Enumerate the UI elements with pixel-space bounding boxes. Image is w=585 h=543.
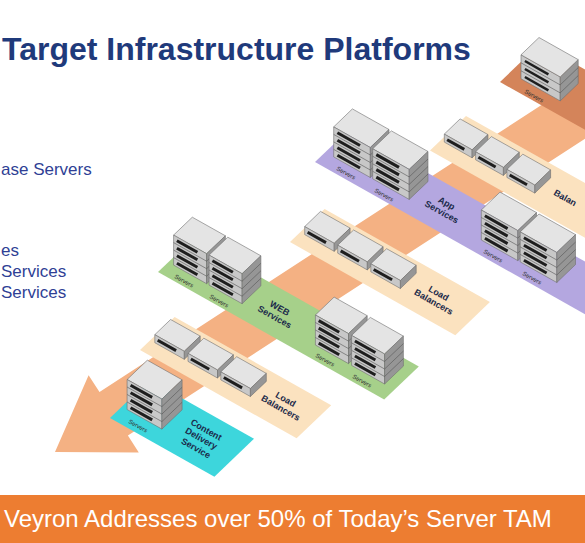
server-front <box>338 245 368 270</box>
bullet-fragment: es <box>1 241 19 261</box>
server-divider <box>315 322 348 341</box>
server-divider <box>242 271 261 289</box>
server-slot <box>131 385 153 397</box>
server-divider <box>127 387 162 407</box>
server-divider <box>557 257 576 275</box>
server-slot <box>224 377 242 387</box>
server-slot <box>374 269 392 279</box>
server-divider <box>481 217 518 238</box>
server-slot <box>524 238 547 251</box>
server-divider <box>209 262 242 281</box>
caption-text: Veyron Addresses over 50% of Today’s Ser… <box>4 495 552 543</box>
server-divider <box>174 257 207 276</box>
server-divider <box>520 239 557 260</box>
server-divider <box>385 351 404 369</box>
server-divider <box>162 387 182 406</box>
server-divider <box>162 402 182 421</box>
server-side <box>409 151 428 199</box>
bullet-fragment: Services <box>1 283 66 303</box>
server-divider <box>242 278 261 296</box>
server-front <box>371 264 401 289</box>
flow-arrow <box>55 50 585 452</box>
server-slot <box>341 251 359 261</box>
server-front <box>305 226 335 251</box>
server-divider <box>209 270 242 289</box>
server-divider <box>174 250 207 269</box>
server-slot <box>447 139 464 149</box>
server-divider <box>315 330 348 349</box>
server-divider <box>560 76 578 93</box>
bullet-fragment: Services <box>1 262 66 282</box>
slide-title: Target Infrastructure Platforms <box>2 30 471 68</box>
bullet-fragment: ase Servers <box>1 160 92 180</box>
band-fill <box>290 209 490 335</box>
server-slot <box>308 232 326 242</box>
server-side <box>162 380 182 429</box>
caption-bar: Veyron Addresses over 50% of Today’s Ser… <box>0 495 585 543</box>
server-divider <box>174 242 207 261</box>
server-slot <box>525 61 549 74</box>
server-side <box>535 169 551 192</box>
server-side <box>557 234 576 282</box>
server-side <box>400 265 416 288</box>
server-divider <box>560 68 578 85</box>
server-divider <box>521 63 560 85</box>
server-divider <box>162 395 182 414</box>
server-side <box>385 336 404 384</box>
server-divider <box>373 156 410 177</box>
server-slot <box>212 261 233 273</box>
server-front <box>476 151 504 175</box>
server-slot <box>337 133 360 146</box>
server-divider <box>409 159 428 177</box>
server-slot <box>510 175 527 185</box>
server-slot <box>177 241 198 253</box>
server-slot <box>376 154 399 167</box>
server-divider <box>209 277 242 296</box>
band-fill <box>110 380 254 477</box>
band-shape <box>110 380 254 477</box>
server-divider <box>557 249 576 267</box>
server-slot <box>355 341 376 353</box>
server-divider <box>385 358 404 376</box>
server-front <box>507 169 535 193</box>
server-divider <box>334 134 371 155</box>
server-front <box>155 335 185 360</box>
server-slot <box>478 157 495 167</box>
server-front <box>188 353 218 378</box>
server-divider <box>385 343 404 361</box>
server-front <box>221 372 251 397</box>
server-slot <box>319 320 340 332</box>
server-slot <box>158 340 176 350</box>
server-divider <box>127 395 162 415</box>
server-slot <box>485 216 508 229</box>
server-divider <box>352 350 385 369</box>
server-side <box>242 256 261 304</box>
server-divider <box>409 174 428 192</box>
server-divider <box>242 263 261 281</box>
server-front <box>444 134 472 158</box>
server-divider <box>409 166 428 184</box>
server-divider <box>557 242 576 260</box>
band-node: Content Delivery Service <box>110 380 254 477</box>
server-side <box>250 373 266 396</box>
server-divider <box>352 343 385 362</box>
server-slot <box>191 359 209 369</box>
